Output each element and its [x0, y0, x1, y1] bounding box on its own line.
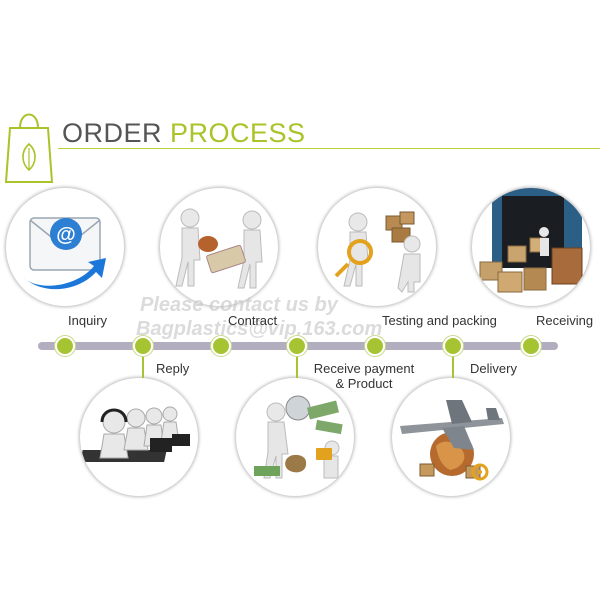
step-label-delivery: Delivery — [470, 361, 517, 376]
timeline-dot-receive-payment — [287, 336, 307, 356]
step-label-reply: Reply — [156, 361, 190, 376]
watermark-line2: Bagplastics@vip.163.com — [136, 318, 383, 340]
payment-money-icon — [236, 378, 354, 496]
stem-receive-payment — [296, 350, 298, 378]
testing-packing-icon — [318, 188, 436, 306]
title-order: ORDER — [62, 118, 163, 148]
inquiry-email-icon: @ — [6, 188, 124, 306]
page-title: ORDER PROCESS — [62, 118, 306, 149]
step-label-receive-payment: Receive payment & Product — [306, 361, 422, 391]
title-underline — [58, 148, 600, 149]
step-label-receive-payment-line2: & Product — [335, 376, 393, 391]
contract-figures-icon — [160, 188, 278, 306]
step-label-contract: Contract — [228, 313, 278, 328]
timeline-dot-delivery — [443, 336, 463, 356]
svg-text:@: @ — [56, 224, 76, 246]
receiving-warehouse-icon — [472, 188, 590, 306]
title-process: PROCESS — [170, 118, 306, 148]
timeline-dot-receiving — [521, 336, 541, 356]
reply-call-center-icon — [80, 378, 198, 496]
timeline-dot-testing-packing — [365, 336, 385, 356]
timeline-dot-contract — [211, 336, 231, 356]
timeline-dot-inquiry — [55, 336, 75, 356]
shopping-bag-icon — [4, 113, 54, 183]
watermark-line1: Please contact us by — [140, 294, 338, 316]
step-label-receive-payment-line1: Receive payment — [313, 361, 415, 376]
stem-reply — [142, 350, 144, 378]
step-label-inquiry: Inquiry — [68, 313, 108, 328]
step-label-receiving: Receiving — [536, 313, 594, 328]
timeline-dot-reply — [133, 336, 153, 356]
delivery-plane-icon — [392, 378, 510, 496]
step-label-testing-packing: Testing and packing — [382, 313, 497, 328]
stem-delivery — [452, 350, 454, 378]
